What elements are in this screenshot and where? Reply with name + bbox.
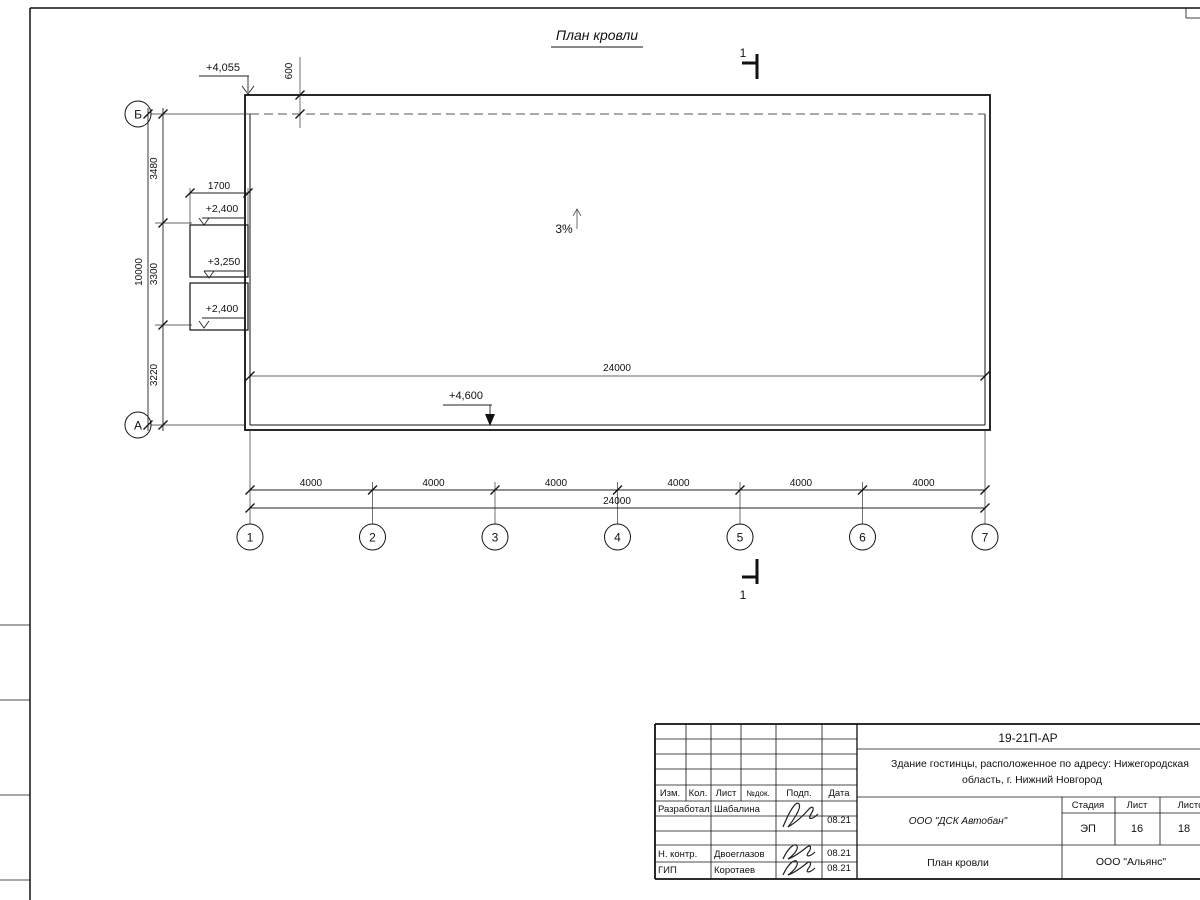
axis-label-7: 7 bbox=[982, 531, 989, 545]
tb-project-line1: Здание гостинцы, расположенное по адресу… bbox=[891, 758, 1189, 770]
tb-project-line2: область, г. Нижний Новгород bbox=[962, 774, 1102, 786]
axis-circle-A bbox=[124, 411, 152, 439]
left-dimension-chain: 3480 3300 3220 10000 bbox=[134, 108, 192, 431]
canopy-dimension: 1700 bbox=[185, 181, 253, 225]
sheet-frame bbox=[0, 7, 1200, 900]
dim-total-bottom: 24000 bbox=[603, 496, 631, 507]
tb-header-izm: Изм. bbox=[660, 788, 680, 799]
axis-label-4: 4 bbox=[614, 531, 621, 545]
tb-header-kol: Кол. bbox=[689, 788, 708, 799]
section-label-top: 1 bbox=[740, 46, 747, 60]
section-label-bottom: 1 bbox=[740, 588, 747, 602]
dim-left-total: 10000 bbox=[134, 258, 145, 286]
signature-gip bbox=[782, 860, 816, 876]
tb-stage-value: ЭП bbox=[1080, 823, 1096, 835]
tb-company: ООО "ДСК Автобан" bbox=[909, 815, 1008, 827]
elevation-bottom-edge: +4,600 bbox=[449, 390, 483, 402]
elevation-corner-top: +4,055 bbox=[206, 62, 240, 74]
tb-role-gip: ГИП bbox=[658, 865, 677, 876]
inner-length-dimension: 24000 bbox=[245, 363, 990, 381]
section-mark-bottom: 1 bbox=[740, 559, 759, 602]
signature-developer bbox=[782, 802, 819, 828]
tb-date-gip: 08.21 bbox=[827, 863, 851, 874]
slope-mark: 3% bbox=[555, 208, 582, 236]
slope-arrow-icon bbox=[572, 208, 582, 217]
tb-header-ndok: №док. bbox=[746, 789, 769, 798]
bottom-dimension-chain: 4000 4000 4000 4000 4000 4000 24000 bbox=[245, 430, 990, 524]
tb-sheets-header: Листов bbox=[1178, 800, 1200, 811]
tb-sheets-value: 18 bbox=[1178, 823, 1190, 835]
dim-left-seg2: 3300 bbox=[149, 262, 160, 285]
tb-stage-header: Стадия bbox=[1072, 800, 1104, 811]
dim-bay-1: 4000 bbox=[300, 478, 323, 489]
axis-circle-B bbox=[124, 100, 152, 128]
tb-drawing-name: План кровли bbox=[927, 857, 989, 869]
elevation-arrow-icon bbox=[485, 414, 495, 426]
dim-bay-4: 4000 bbox=[667, 478, 690, 489]
tb-sheet-value: 16 bbox=[1131, 823, 1143, 835]
tb-doc-number: 19-21П-АР bbox=[998, 731, 1057, 745]
tb-header-podp: Подп. bbox=[786, 788, 811, 799]
column-axes: 1 2 3 4 5 6 7 bbox=[236, 523, 999, 551]
tb-name-developer: Шабалина bbox=[714, 804, 761, 815]
top-annotations: +4,055 600 bbox=[199, 57, 305, 128]
tb-name-normcontrol: Двоеглазов bbox=[714, 849, 765, 860]
axis-label-A: А bbox=[134, 419, 142, 433]
dim-left-seg1: 3480 bbox=[149, 157, 160, 180]
canopy-boxes bbox=[189, 224, 249, 331]
tb-role-normcontrol: Н. контр. bbox=[658, 849, 697, 860]
dim-parapet-offset: 600 bbox=[284, 62, 295, 79]
axis-label-2: 2 bbox=[369, 531, 376, 545]
dim-bay-3: 4000 bbox=[545, 478, 568, 489]
tb-date-normcontrol: 08.21 bbox=[827, 848, 851, 859]
section-mark-top: 1 bbox=[740, 46, 759, 79]
axis-label-5: 5 bbox=[737, 531, 744, 545]
axis-label-1: 1 bbox=[247, 531, 254, 545]
titleblock: Изм. Кол. Лист №док. Подп. Дата Разработ… bbox=[654, 723, 1200, 880]
axis-label-6: 6 bbox=[859, 531, 866, 545]
axis-label-3: 3 bbox=[492, 531, 499, 545]
dim-roof-length-inner: 24000 bbox=[603, 363, 631, 374]
signature-normcontrol bbox=[782, 844, 816, 860]
page-title: План кровли bbox=[556, 27, 638, 43]
elevation-canopy-upper: +2,400 bbox=[206, 203, 239, 215]
tb-name-gip: Коротаев bbox=[714, 865, 755, 876]
elevation-canopy-mid: +3,250 bbox=[208, 256, 241, 268]
canopy-elevations: +2,400 +3,250 +2,400 bbox=[198, 203, 246, 329]
axis-label-B: Б bbox=[134, 108, 142, 122]
slope-label: 3% bbox=[555, 222, 573, 236]
tb-header-list: Лист bbox=[716, 788, 737, 799]
bottom-elevation: +4,600 bbox=[443, 390, 495, 426]
tb-role-developer: Разработал bbox=[658, 804, 710, 815]
elevation-canopy-lower: +2,400 bbox=[206, 303, 239, 315]
dim-bay-6: 4000 bbox=[912, 478, 935, 489]
dim-bay-5: 4000 bbox=[790, 478, 813, 489]
dim-left-seg3: 3220 bbox=[149, 363, 160, 386]
tb-org: ООО "Альянс" bbox=[1096, 856, 1166, 868]
dim-bay-2: 4000 bbox=[422, 478, 445, 489]
dim-canopy-width: 1700 bbox=[208, 181, 231, 192]
row-axes: Б А bbox=[124, 100, 250, 439]
tb-sheet-header: Лист bbox=[1127, 800, 1148, 811]
tb-header-data: Дата bbox=[828, 788, 850, 799]
tb-date-developer: 08.21 bbox=[827, 815, 851, 826]
roof-outline bbox=[244, 94, 991, 431]
